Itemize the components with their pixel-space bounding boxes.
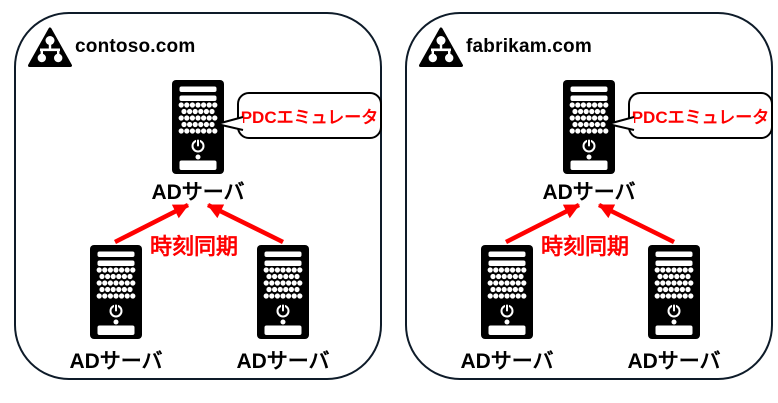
pdc-emulator-callout: PDCエミュレータ [607, 92, 773, 139]
domain-panel-fabrikam: fabrikam.com 時刻同期 ADサーバ PDCエミュレータ ADサーバ … [405, 12, 773, 380]
sync-arrow-right [207, 202, 284, 245]
sync-arrow-left [504, 202, 581, 245]
pdc-emulator-callout: PDCエミュレータ [216, 92, 382, 139]
domain-panel-contoso: contoso.com 時刻同期 ADサーバ PDCエミュレータ ADサーバ A… [14, 12, 382, 380]
time-sync-label: 時刻同期 [149, 234, 238, 259]
callout-tail-icon [607, 116, 635, 131]
bottom-right-server-label: ADサーバ [627, 350, 721, 373]
pdc-emulator-label: PDCエミュレータ [240, 108, 379, 127]
top-server-label: ADサーバ [542, 181, 636, 204]
sync-arrow-left [113, 202, 190, 245]
bottom-left-server-label: ADサーバ [69, 350, 163, 373]
domain-name-label: contoso.com [75, 36, 196, 57]
time-sync-label: 時刻同期 [540, 234, 629, 259]
domain-badge: fabrikam.com [419, 27, 592, 67]
domain-name-label: fabrikam.com [466, 36, 592, 57]
domain-badge: contoso.com [28, 27, 195, 67]
pdc-emulator-label: PDCエミュレータ [631, 108, 770, 127]
sync-arrow-right [598, 202, 675, 245]
callout-tail-icon [216, 116, 244, 131]
bottom-left-server-label: ADサーバ [460, 350, 554, 373]
time-sync-arrows [504, 202, 675, 245]
bottom-right-server-label: ADサーバ [236, 350, 330, 373]
time-sync-arrows [113, 202, 284, 245]
top-server-label: ADサーバ [151, 181, 245, 204]
